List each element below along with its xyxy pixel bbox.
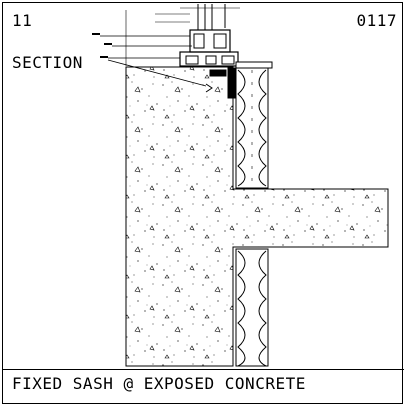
detail-code: 0117 <box>356 11 397 30</box>
insulation-upper <box>235 67 269 189</box>
insulation-lower <box>235 248 269 367</box>
leader-notes <box>92 10 207 87</box>
window-frame-head <box>179 4 273 99</box>
drawing-title: FIXED SASH @ EXPOSED CONCRETE <box>12 374 306 393</box>
section-label: SECTION <box>12 53 83 72</box>
title-divider <box>3 369 404 370</box>
concrete-wall <box>125 66 389 367</box>
sheet-number: 11 <box>12 11 33 30</box>
drawing-border <box>2 2 403 404</box>
